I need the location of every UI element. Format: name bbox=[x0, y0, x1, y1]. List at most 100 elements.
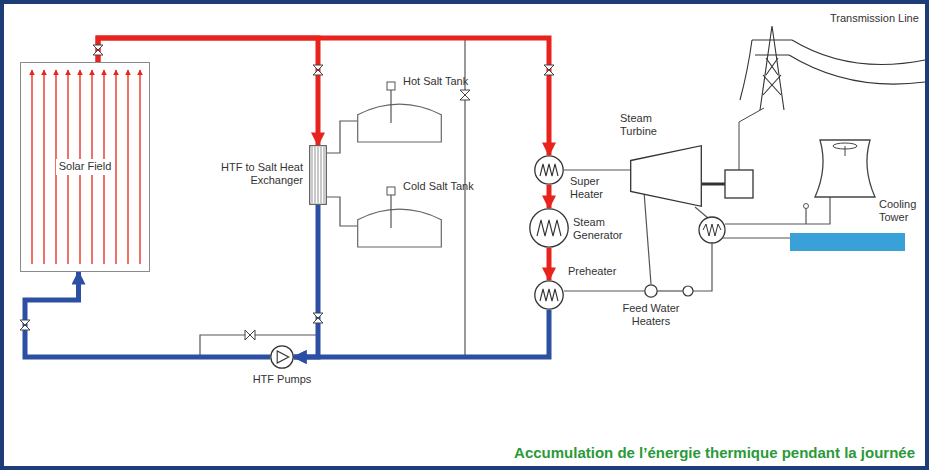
line-part bbox=[752, 39, 792, 40]
collector-arrow bbox=[127, 70, 128, 264]
cooling-line bbox=[725, 197, 830, 224]
circle-part bbox=[645, 285, 657, 297]
preheater: Preheater bbox=[534, 280, 564, 310]
line-part bbox=[318, 147, 319, 203]
preheater-outline bbox=[534, 280, 564, 310]
process-line bbox=[327, 121, 357, 153]
node-label: Preheater bbox=[568, 265, 638, 278]
node-label: Super Heater bbox=[570, 175, 618, 201]
salt-tank: Hot Salt Tank bbox=[357, 100, 442, 142]
super-heater: Super Heater bbox=[534, 155, 564, 185]
line-part bbox=[321, 147, 322, 203]
cooling-tower bbox=[815, 140, 875, 197]
line-part bbox=[390, 195, 391, 228]
circle-part bbox=[535, 156, 563, 184]
node-label: Steam Generator bbox=[573, 216, 633, 242]
path-part bbox=[277, 351, 289, 363]
valve-symbol bbox=[313, 65, 323, 75]
line-part bbox=[390, 90, 391, 123]
line-part bbox=[324, 147, 325, 203]
valve-symbol bbox=[93, 45, 103, 55]
solar-field-arrows bbox=[32, 70, 140, 264]
steam-generator-outline bbox=[529, 208, 569, 248]
htf-pipe bbox=[98, 38, 549, 155]
node-label: Solar Field bbox=[56, 159, 115, 174]
rect-part bbox=[387, 82, 395, 90]
polyline-part bbox=[760, 26, 784, 110]
line-part bbox=[755, 54, 789, 55]
htf-pipe bbox=[294, 205, 318, 357]
path-part bbox=[631, 146, 702, 207]
htf-pump-outline bbox=[270, 345, 294, 369]
super-heater-outline bbox=[534, 155, 564, 185]
node-label: HTF to Salt Heat Exchanger bbox=[197, 161, 303, 187]
transmission-line-label: Transmission Line bbox=[830, 12, 924, 25]
collector-arrow bbox=[115, 70, 116, 264]
circle-part bbox=[535, 281, 563, 309]
node-label: Cold Salt Tank bbox=[403, 180, 493, 193]
circle-part bbox=[271, 346, 293, 368]
condenser bbox=[699, 217, 725, 243]
path-part bbox=[789, 55, 925, 84]
htf-pump: HTF Pumps bbox=[270, 345, 294, 369]
process-line bbox=[644, 192, 651, 285]
htf-pipe bbox=[294, 310, 549, 357]
fan bbox=[845, 146, 846, 156]
cooling-tower-label: Cooling Tower bbox=[879, 198, 925, 224]
generator bbox=[725, 170, 753, 198]
path-part bbox=[540, 289, 558, 301]
bypass-line bbox=[200, 335, 318, 357]
htf-pipe bbox=[98, 38, 318, 145]
line-part bbox=[763, 75, 781, 95]
feed-line bbox=[693, 243, 712, 291]
power-wire bbox=[739, 108, 764, 170]
path-part bbox=[358, 209, 442, 247]
line-part bbox=[766, 58, 778, 75]
feed-water-heater-outline bbox=[644, 284, 658, 298]
steam-generator: Steam Generator bbox=[529, 208, 569, 248]
water-basin bbox=[790, 233, 905, 251]
steam-turbine: Steam Turbine bbox=[630, 145, 702, 207]
valve-symbol bbox=[20, 320, 30, 330]
steam-line bbox=[695, 207, 708, 218]
process-line bbox=[564, 169, 631, 170]
rect-part bbox=[387, 187, 395, 195]
condenser-coil bbox=[703, 224, 721, 236]
htf-pipe bbox=[547, 185, 552, 208]
circle-part bbox=[530, 209, 568, 247]
node-label: Steam Turbine bbox=[620, 112, 680, 138]
shaft bbox=[702, 183, 725, 186]
valve-symbol bbox=[460, 90, 470, 100]
caption: Accumulation de l’énergie thermique pend… bbox=[514, 444, 915, 461]
feed-water-heater: Feed Water Heaters bbox=[644, 284, 658, 298]
valve-symbol bbox=[313, 313, 323, 323]
path-part bbox=[740, 40, 752, 100]
heat-exchanger-outline bbox=[309, 145, 327, 205]
path-part bbox=[358, 104, 442, 142]
collector-arrow bbox=[139, 70, 140, 264]
node-label: Hot Salt Tank bbox=[403, 75, 493, 88]
process-line bbox=[564, 290, 644, 291]
path-part bbox=[537, 220, 561, 236]
thermometer bbox=[804, 204, 809, 209]
salt-tank-outline bbox=[357, 100, 442, 142]
rect-part bbox=[310, 146, 327, 205]
line-part bbox=[766, 58, 778, 75]
node-label: HTF Pumps bbox=[252, 373, 312, 386]
line-part bbox=[763, 75, 781, 95]
solar-field-box: Solar Field bbox=[20, 62, 150, 272]
htf-pipe bbox=[25, 272, 270, 357]
cooling-line bbox=[722, 237, 790, 238]
node-label: Feed Water Heaters bbox=[620, 302, 682, 328]
line-part bbox=[315, 147, 316, 203]
collector-arrow bbox=[43, 70, 44, 264]
line-part bbox=[312, 147, 313, 203]
feed-pump bbox=[683, 286, 693, 296]
path-part bbox=[540, 164, 558, 176]
